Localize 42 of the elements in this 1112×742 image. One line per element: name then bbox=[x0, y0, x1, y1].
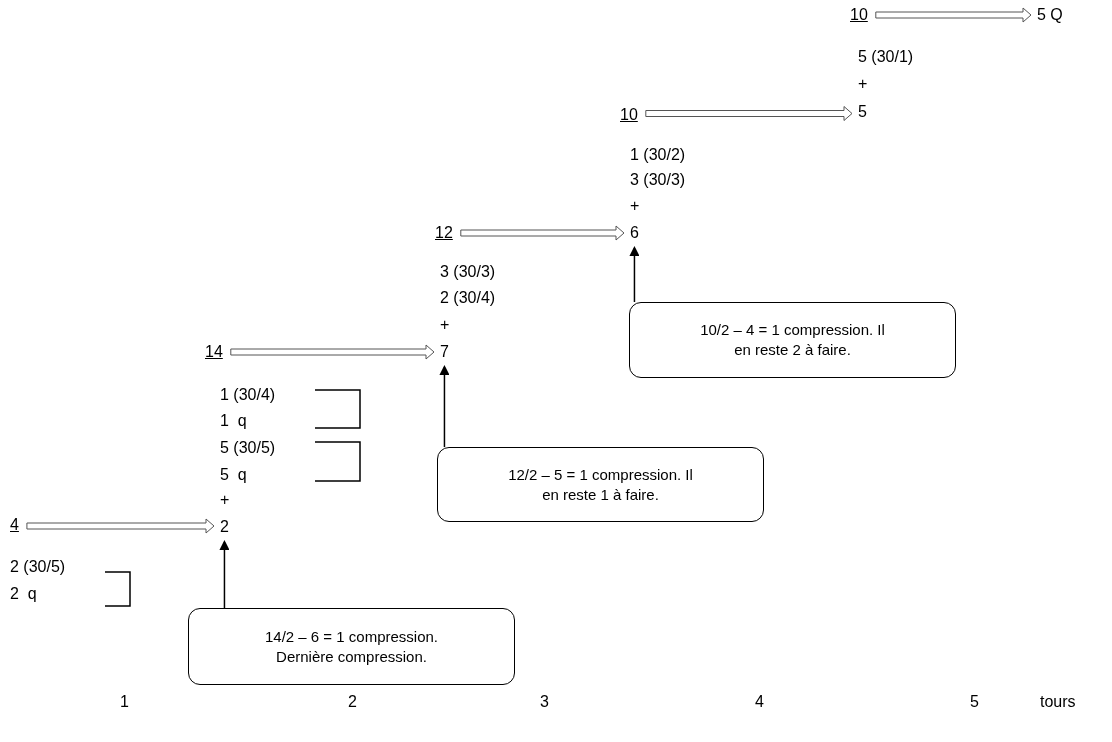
hollow-arrow bbox=[460, 225, 625, 241]
callout-box: 12/2 – 5 = 1 compression. Il en reste 1 à faire. bbox=[437, 447, 764, 522]
result-number: 6 bbox=[630, 223, 639, 243]
callout-box: 10/2 – 4 = 1 compression. Il en reste 2 à faire. bbox=[629, 302, 956, 378]
plus-sign: + bbox=[440, 315, 450, 335]
count-entry: 1 q bbox=[220, 411, 247, 431]
count-entry: 1 (30/4) bbox=[220, 385, 276, 405]
hollow-arrow bbox=[230, 344, 435, 360]
hollow-arrow bbox=[26, 518, 215, 534]
plus-sign: + bbox=[858, 74, 868, 94]
axis-label: tours bbox=[1040, 692, 1076, 712]
hollow-arrow bbox=[645, 106, 853, 121]
axis-label: 1 bbox=[120, 692, 129, 712]
underlined-total: 14 bbox=[205, 342, 223, 362]
axis-label: 4 bbox=[755, 692, 764, 712]
callout-box: 14/2 – 6 = 1 compression. Dernière compression. bbox=[188, 608, 515, 685]
count-entry: 5 (30/1) bbox=[858, 47, 914, 67]
count-entry: 2 (30/5) bbox=[10, 557, 66, 577]
arrow bbox=[219, 540, 230, 609]
result-number: 7 bbox=[440, 342, 449, 362]
axis-label: 3 bbox=[540, 692, 549, 712]
result-number: 5 bbox=[858, 102, 867, 122]
underlined-total: 10 bbox=[850, 5, 868, 25]
axis-label: 2 bbox=[348, 692, 357, 712]
count-entry: 3 (30/3) bbox=[440, 262, 496, 282]
count-entry: 2 q bbox=[10, 584, 37, 604]
plus-sign: + bbox=[630, 196, 640, 216]
hollow-arrow bbox=[875, 7, 1032, 23]
plus-sign: + bbox=[220, 490, 230, 510]
count-entry: 5 (30/5) bbox=[220, 438, 276, 458]
underlined-total: 10 bbox=[620, 105, 638, 125]
count-entry: 3 (30/3) bbox=[630, 170, 686, 190]
underlined-total: 12 bbox=[435, 223, 453, 243]
count-entry: 1 (30/2) bbox=[630, 145, 686, 165]
arrow bbox=[439, 365, 450, 448]
underlined-total: 4 bbox=[10, 515, 19, 535]
count-entry: 2 (30/4) bbox=[440, 288, 496, 308]
arrow bbox=[629, 246, 640, 303]
result-number: 5 Q bbox=[1037, 5, 1063, 25]
result-number: 2 bbox=[220, 517, 229, 537]
axis-label: 5 bbox=[970, 692, 979, 712]
count-entry: 5 q bbox=[220, 465, 247, 485]
